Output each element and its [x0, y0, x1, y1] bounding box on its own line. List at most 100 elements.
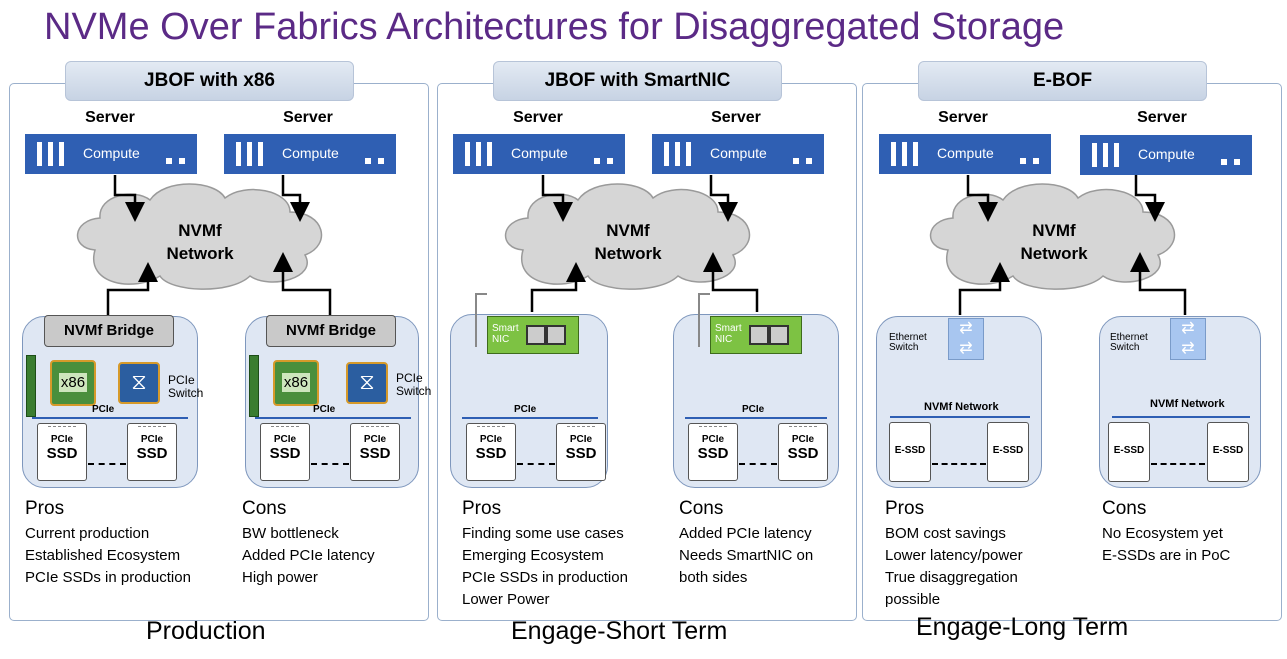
memory-module-icon [26, 355, 36, 417]
x86-label: x86 [58, 373, 88, 392]
network-label-line1: NVMf [606, 221, 650, 240]
panel-header-jbof-x86: JBOF with x86 [65, 61, 354, 101]
server-dots-icon [159, 151, 185, 167]
page-title: NVMe Over Fabrics Architectures for Disa… [44, 6, 1065, 48]
ssd-label: SSD [136, 445, 168, 462]
list-item: Emerging Ecosystem [462, 547, 604, 564]
compute-label: Compute [710, 145, 767, 161]
ethernet-switch-icon: ⇄⇄ [1170, 318, 1206, 360]
footer-label-production: Production [146, 617, 266, 645]
list-item: High power [242, 569, 318, 586]
server-box: Compute [652, 134, 824, 174]
list-item: possible [885, 591, 941, 608]
ethernet-switch-label-line2: Switch [889, 342, 919, 353]
cons-list: No Ecosystem yet E-SSDs are in PoC [1102, 523, 1230, 567]
list-item: Added PCIe latency [679, 525, 812, 542]
cons-list: Added PCIe latency Needs SmartNIC on bot… [679, 523, 813, 589]
server-dots-icon [587, 151, 613, 167]
compute-label: Compute [83, 145, 140, 161]
pcie-switch-icon: ⧖ [346, 362, 388, 404]
pcie-bus-label: PCIe [514, 404, 537, 415]
server-dots-icon [786, 151, 812, 167]
ssd-type-label: PCIe [701, 434, 725, 445]
server-dots-icon [1214, 152, 1240, 168]
network-label: NVMf Network [130, 219, 270, 265]
essd-label: E-SSD [894, 445, 926, 456]
pcie-switch-label: PCIe Switch [396, 372, 431, 398]
list-item: No Ecosystem yet [1102, 525, 1223, 542]
list-item: Lower latency/power [885, 547, 1023, 564]
smartnic-label-line1: Smart [492, 323, 519, 334]
server-bars-icon [1092, 143, 1132, 167]
list-item: PCIe SSDs in production [462, 569, 628, 586]
list-item: E-SSDs are in PoC [1102, 547, 1231, 564]
list-item: BOM cost savings [885, 525, 1006, 542]
pcie-bus [32, 417, 188, 419]
network-label-line2: Network [1020, 244, 1088, 263]
e-ssd: E-SSD [889, 422, 931, 482]
server-box: Compute [879, 134, 1051, 174]
list-item: Added PCIe latency [242, 547, 375, 564]
smartnic-label-line2: NIC [492, 334, 510, 345]
ssd-ellipsis [517, 463, 555, 465]
x86-cpu-icon: x86 [50, 360, 96, 406]
compute-label: Compute [937, 145, 994, 161]
list-item: True disaggregation [885, 569, 1018, 586]
network-bus [890, 416, 1030, 418]
cons-title: Cons [242, 498, 287, 519]
pcie-bus [685, 417, 827, 419]
server-box: Compute [25, 134, 197, 174]
server-label: Server [513, 109, 563, 126]
x86-cpu-icon: x86 [273, 360, 319, 406]
ethernet-switch-icon: ⇄⇄ [948, 318, 984, 360]
ssd-type-label: PCIe [273, 434, 297, 445]
pcie-bus [462, 417, 598, 419]
server-bars-icon [891, 142, 931, 166]
list-item: BW bottleneck [242, 525, 339, 542]
pros-list: Finding some use cases Emerging Ecosyste… [462, 523, 628, 611]
server-label: Server [711, 109, 761, 126]
server-bars-icon [236, 142, 276, 166]
ssd-type-label: PCIe [140, 434, 164, 445]
ssd-ellipsis [932, 463, 986, 465]
ethernet-switch-label-line2: Switch [1110, 342, 1140, 353]
list-item: Current production [25, 525, 150, 542]
ssd-type-label: PCIe [569, 434, 593, 445]
pcie-switch-icon: ⧖ [118, 362, 160, 404]
ssd-ellipsis [1151, 463, 1205, 465]
pcie-switch-label-line2: Switch [168, 386, 204, 400]
essd-label: E-SSD [992, 445, 1024, 456]
ssd-type-label: PCIe [363, 434, 387, 445]
footer-label-long-term: Engage-Long Term [916, 613, 1129, 641]
ssd-label: SSD [697, 445, 729, 462]
server-label: Server [938, 109, 988, 126]
essd-label: E-SSD [1212, 445, 1244, 456]
list-item: Finding some use cases [462, 525, 624, 542]
pros-list: BOM cost savings Lower latency/power Tru… [885, 523, 1023, 611]
network-label-line2: Network [594, 244, 662, 263]
list-item: Established Ecosystem [25, 547, 181, 564]
pros-list: Current production Established Ecosystem… [25, 523, 191, 589]
nvmf-bridge: NVMf Bridge [44, 315, 174, 347]
pros-title: Pros [25, 498, 65, 519]
compute-label: Compute [1138, 146, 1195, 162]
server-box: Compute [224, 134, 396, 174]
pcie-bus [255, 417, 411, 419]
list-item: Lower Power [462, 591, 550, 608]
ssd-label: SSD [46, 445, 78, 462]
ssd-type-label: PCIe [50, 434, 74, 445]
server-bars-icon [465, 142, 505, 166]
network-bus [1112, 416, 1250, 418]
ssd-label: SSD [475, 445, 507, 462]
server-bars-icon [37, 142, 77, 166]
server-dots-icon [1013, 151, 1039, 167]
compute-label: Compute [282, 145, 339, 161]
